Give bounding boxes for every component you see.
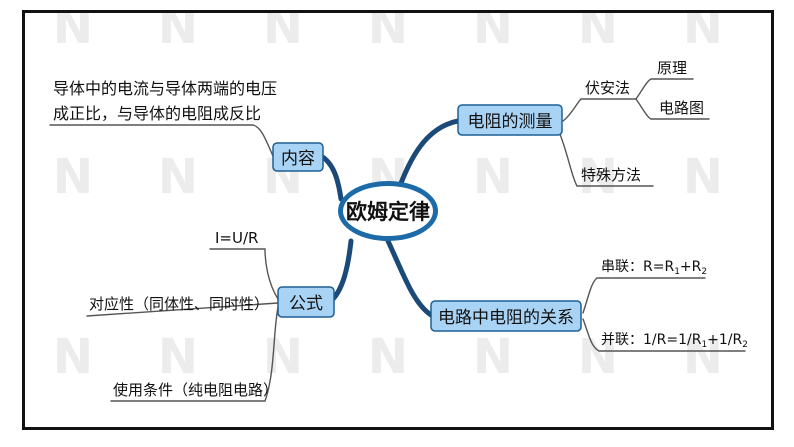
- connector-measure-voltammetry: [562, 98, 637, 122]
- node-measure: 电阻的测量: [457, 104, 563, 136]
- watermark-n-0-3: N: [368, 13, 408, 55]
- watermark-n-0-2: N: [263, 13, 303, 55]
- node-measure-label: 电阻的测量: [468, 112, 553, 132]
- node-content-label: 内容: [281, 149, 315, 169]
- connector-center-formula: [330, 238, 354, 302]
- formula-child-conditions: 使用条件（纯电阻电路）: [113, 381, 278, 399]
- content-text-line1: 导体中的电流与导体两端的电压: [53, 79, 277, 98]
- center-node: 欧姆定律: [338, 181, 438, 241]
- watermark-n-1-0: N: [53, 149, 93, 205]
- relation-parallel-plus: +1/R: [707, 332, 742, 348]
- relation-series: 串联：R=R1+R2: [601, 259, 707, 277]
- node-formula-label: 公式: [289, 294, 323, 314]
- watermark-n-1-4: N: [473, 149, 513, 205]
- measure-special-method: 特殊方法: [581, 166, 641, 184]
- connector-formula-ohm: [209, 248, 279, 300]
- watermark-n-0-1: N: [158, 13, 198, 55]
- node-formula: 公式: [277, 286, 335, 318]
- relation-parallel-sub1: 1: [701, 340, 707, 350]
- watermark-n-0-0: N: [53, 13, 93, 55]
- watermark-n-2-5: N: [578, 329, 618, 385]
- watermark-n-0-6: N: [683, 13, 723, 55]
- connector-center-content: [318, 153, 344, 202]
- watermark-n-2-3: N: [368, 329, 408, 385]
- node-relation: 电路中电阻的关系: [430, 300, 582, 332]
- watermark-n-2-6: N: [683, 329, 723, 385]
- watermark-n-2-0: N: [53, 329, 93, 385]
- measure-circuit-diagram: 电路图: [659, 99, 704, 117]
- connector-measure-special: [557, 128, 654, 187]
- formula-child-ohm: I=U/R: [215, 229, 258, 247]
- connector-voltammetry-circuit: [635, 98, 710, 120]
- connector-voltammetry-principle: [635, 78, 694, 100]
- watermark-n-1-1: N: [158, 149, 198, 205]
- connector-relation-series: [582, 277, 706, 314]
- node-content: 内容: [272, 142, 324, 172]
- relation-series-sub1: 1: [674, 267, 680, 277]
- relation-series-plus: +R: [680, 259, 702, 275]
- connector-formula-correspondence: [86, 302, 279, 317]
- formula-child-correspondence: 对应性（同体性、同时性）: [89, 295, 269, 313]
- watermark-n-2-1: N: [158, 329, 198, 385]
- watermark-n-0-5: N: [578, 13, 618, 55]
- watermark-n-2-2: N: [263, 329, 303, 385]
- content-text-line2: 成正比，与导体的电阻成反比: [53, 104, 261, 123]
- relation-parallel-text: 并联：1/R=1/R: [601, 332, 702, 348]
- connector-content-text: [49, 124, 274, 157]
- relation-series-text: 串联：R=R: [601, 259, 674, 275]
- relation-parallel: 并联：1/R=1/R1+1/R2: [601, 332, 748, 350]
- relation-series-sub2: 2: [701, 267, 707, 277]
- watermark-n-1-5: N: [578, 149, 618, 205]
- connector-center-relation: [385, 238, 434, 318]
- watermark-n-2-4: N: [473, 329, 513, 385]
- center-title: 欧姆定律: [346, 200, 430, 224]
- measure-principle: 原理: [657, 59, 687, 77]
- connector-relation-parallel: [582, 318, 746, 352]
- connector-formula-conditions: [110, 306, 279, 402]
- relation-parallel-sub2: 2: [742, 340, 748, 350]
- measure-voltammetry: 伏安法: [585, 79, 630, 97]
- watermark-n-0-4: N: [473, 13, 513, 55]
- node-relation-label: 电路中电阻的关系: [438, 308, 574, 328]
- watermark-n-1-6: N: [683, 149, 723, 205]
